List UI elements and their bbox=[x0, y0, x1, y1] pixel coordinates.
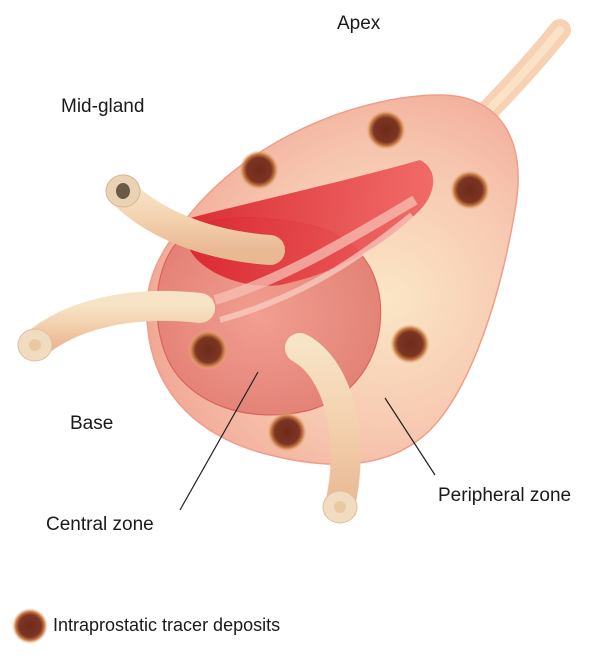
label-apex: Apex bbox=[337, 14, 380, 33]
tracer-deposit-icon bbox=[239, 150, 279, 190]
legend-label: Intraprostatic tracer deposits bbox=[53, 616, 280, 634]
label-central-zone: Central zone bbox=[46, 515, 154, 534]
tracer-deposit-icon bbox=[450, 170, 490, 210]
tracer-deposit-icon bbox=[188, 330, 228, 370]
tracer-deposit-icon bbox=[366, 110, 406, 150]
label-base: Base bbox=[70, 414, 113, 433]
label-peripheral-zone: Peripheral zone bbox=[438, 486, 571, 505]
label-mid-gland: Mid-gland bbox=[61, 97, 144, 116]
legend-tracer-deposit-icon bbox=[12, 608, 48, 644]
tracer-deposit-icon bbox=[267, 412, 307, 452]
tracer-deposit-icon bbox=[390, 324, 430, 364]
